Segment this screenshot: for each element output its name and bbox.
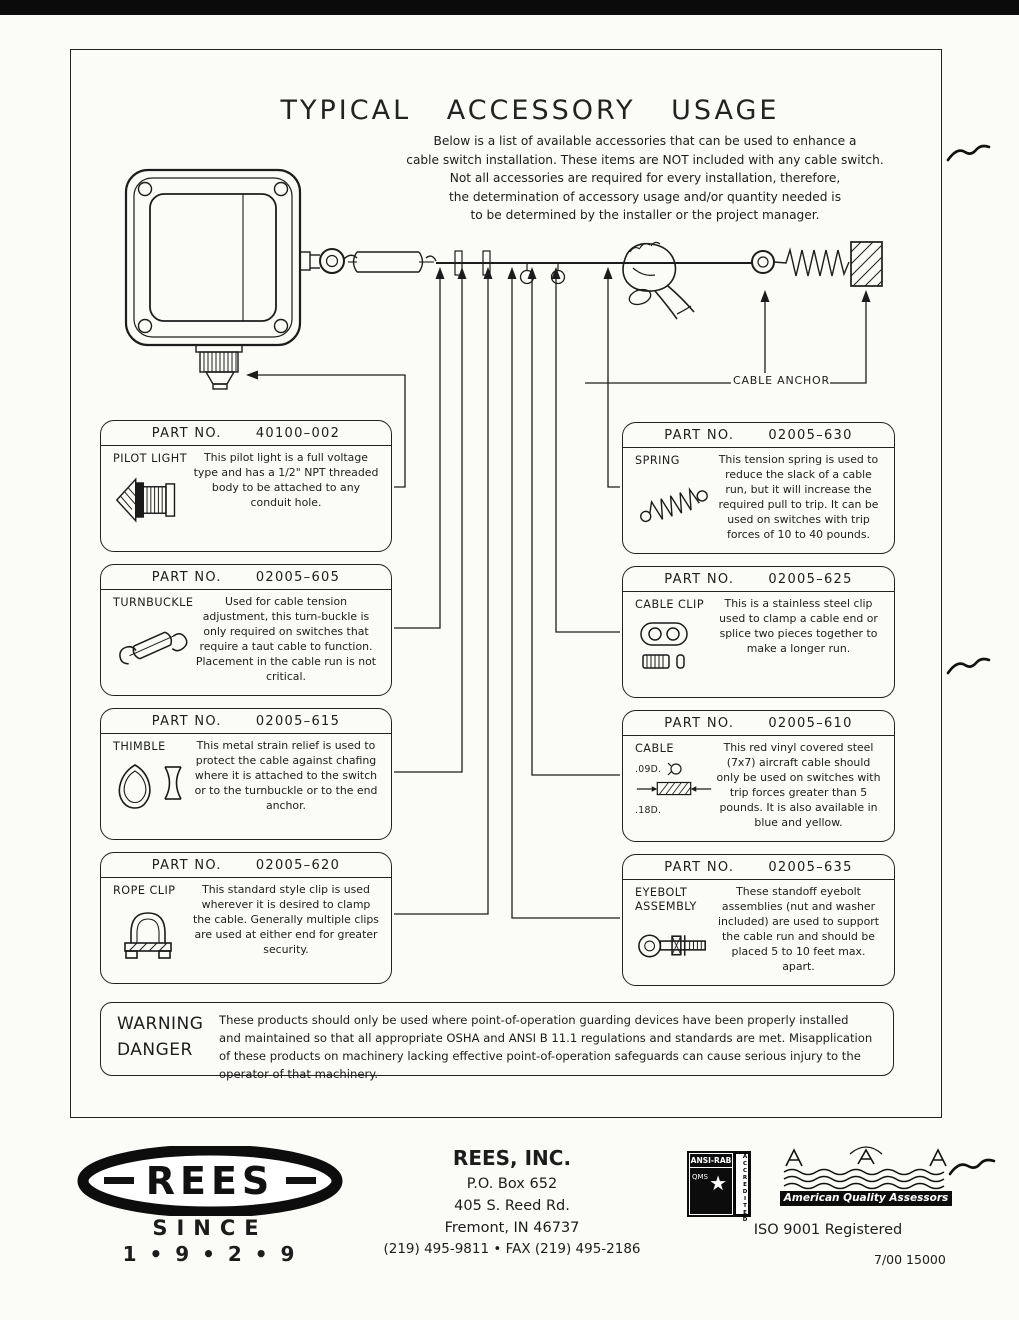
turnbuckle-icon: [113, 615, 191, 679]
company-block: REES, INC. P.O. Box 652 405 S. Reed Rd. …: [378, 1146, 646, 1257]
since-year: 1 • 9 • 2 • 9: [122, 1242, 298, 1266]
part-box-eyebolt-assembly: PART NO. 02005–635 EYEBOLT ASSEMBLY: [622, 854, 895, 986]
intro-line: the determination of accessory usage and…: [448, 189, 842, 204]
cable-length-label: .18D.: [635, 805, 662, 816]
part-no-value: 02005–620: [255, 857, 341, 873]
page-border: [70, 49, 942, 1118]
part-no-value: 40100–002: [255, 425, 341, 441]
part-description: This standard style clip is used whereve…: [193, 883, 379, 957]
part-description: These standoff eyebolt assemblies (nut a…: [717, 885, 879, 974]
thimble-icon: [113, 759, 191, 819]
address-line: 405 S. Reed Rd.: [454, 1197, 570, 1214]
since-label: SINCE: [152, 1216, 268, 1240]
part-number-header: PART NO. 40100–002: [101, 421, 391, 446]
part-number-header: PART NO. 02005–630: [623, 423, 894, 448]
rees-logo: REES: [77, 1146, 343, 1216]
cable-clip-icon: [635, 617, 713, 679]
part-box-pilot-light: PART NO. 40100–002 PILOT LIGHT: [100, 420, 392, 552]
rope-clip-icon: [113, 903, 191, 965]
part-no-label: PART NO.: [664, 427, 735, 443]
part-no-value: 02005–615: [255, 713, 341, 729]
cable-anchor-label: CABLE ANCHOR: [733, 374, 830, 387]
part-name: THIMBLE: [113, 740, 166, 753]
ansi-badge-main: ANSI-RAB QMS ★: [689, 1153, 733, 1215]
part-box-cable-clip: PART NO. 02005–625 CABLE CLIP: [622, 566, 895, 698]
warning-text: These products should only be used where…: [219, 1013, 873, 1081]
warning-word: WARNING: [117, 1014, 204, 1034]
part-name: CABLE CLIP: [635, 598, 705, 611]
part-no-value: 02005–610: [768, 715, 853, 731]
document-code: 7/00 15000: [874, 1252, 946, 1267]
rees-logo-text: REES: [146, 1159, 275, 1203]
part-description: This is a stainless steel clip used to c…: [719, 597, 878, 656]
part-number-header: PART NO. 02005–620: [101, 853, 391, 878]
part-name: ROPE CLIP: [113, 884, 176, 897]
part-no-label: PART NO.: [664, 715, 735, 731]
phone-line: (219) 495-9811 • FAX (219) 495-2186: [383, 1241, 641, 1258]
part-no-value: 02005–625: [768, 571, 853, 587]
right-parts-column: PART NO. 02005–630 SPRING This tension s…: [622, 422, 895, 998]
intro-paragraph: Below is a list of available accessories…: [398, 132, 892, 225]
part-box-spring: PART NO. 02005–630 SPRING This tension s…: [622, 422, 895, 554]
warning-box: WARNING DANGER These products should onl…: [100, 1002, 894, 1081]
part-number-header: PART NO. 02005–635: [623, 855, 894, 880]
spring-icon: [635, 473, 713, 537]
part-number-header: PART NO. 02005–605: [101, 565, 391, 590]
star-icon: ★: [709, 1171, 727, 1195]
part-name: TURNBUCKLE: [113, 596, 194, 609]
company-name: REES, INC.: [452, 1146, 572, 1170]
warning-label: WARNING DANGER: [101, 1003, 213, 1075]
part-no-label: PART NO.: [664, 859, 735, 875]
danger-word: DANGER: [117, 1039, 193, 1060]
part-number-header: PART NO. 02005–625: [623, 567, 894, 592]
part-box-cable: PART NO. 02005–610 CABLE .09D.: [622, 710, 895, 842]
intro-line: Not all accessories are required for eve…: [449, 171, 841, 186]
part-no-label: PART NO.: [151, 425, 222, 441]
accredited-strip: ACCREDITED: [735, 1153, 749, 1224]
part-box-turnbuckle: PART NO. 02005–605 TURNBUCKLE: [100, 564, 392, 696]
scan-black-bar: [0, 0, 1019, 15]
part-name: CABLE: [635, 742, 674, 755]
part-no-label: PART NO.: [151, 857, 222, 873]
aqa-label-bar: American Quality Assessors: [780, 1191, 952, 1206]
part-description: This metal strain relief is used to prot…: [194, 739, 378, 813]
ansi-rab-badge: ANSI-RAB QMS ★ ACCREDITED: [687, 1151, 751, 1224]
part-number-header: PART NO. 02005–615: [101, 709, 391, 734]
eyebolt-icon: [635, 919, 713, 973]
left-parts-column: PART NO. 40100–002 PILOT LIGHT: [100, 420, 392, 996]
part-no-label: PART NO.: [151, 569, 222, 585]
intro-line: cable switch installation. These items a…: [406, 152, 884, 167]
part-no-label: PART NO.: [664, 571, 735, 587]
part-description: This tension spring is used to reduce th…: [718, 453, 879, 542]
iso-registered-text: ISO 9001 Registered: [753, 1222, 903, 1238]
part-box-rope-clip: PART NO. 02005–620 ROPE CLIP: [100, 852, 392, 984]
part-no-label: PART NO.: [151, 713, 222, 729]
part-number-header: PART NO. 02005–610: [623, 711, 894, 736]
ansi-badge-title: ANSI-RAB: [690, 1154, 732, 1168]
handwritten-marks: [946, 144, 996, 1176]
part-no-value: 02005–635: [768, 859, 853, 875]
part-description: Used for cable tension adjustment, this …: [195, 595, 377, 684]
part-name: EYEBOLT ASSEMBLY: [635, 886, 697, 913]
cable-icon: .09D.: [635, 761, 713, 816]
part-box-thimble: PART NO. 02005–615 THIMBLE: [100, 708, 392, 840]
pilot-light-icon: [113, 471, 191, 533]
part-name: PILOT LIGHT: [113, 452, 188, 465]
address-line: Fremont, IN 46737: [444, 1219, 580, 1236]
part-description: This red vinyl covered steel (7x7) aircr…: [716, 741, 881, 830]
intro-line: to be determined by the installer or the…: [470, 208, 820, 223]
page-title: TYPICAL ACCESSORY USAGE: [280, 95, 780, 126]
part-no-value: 02005–630: [768, 427, 853, 443]
intro-line: Below is a list of available accessories…: [433, 134, 857, 148]
address-line: P.O. Box 652: [466, 1176, 558, 1192]
aqa-logo: [783, 1146, 947, 1190]
part-description: This pilot light is a full voltage type …: [193, 451, 379, 510]
part-name: SPRING: [635, 454, 680, 467]
qms-label: QMS: [692, 1173, 708, 1181]
part-no-value: 02005–605: [255, 569, 341, 585]
cable-diameter-label: .09D.: [635, 763, 662, 775]
